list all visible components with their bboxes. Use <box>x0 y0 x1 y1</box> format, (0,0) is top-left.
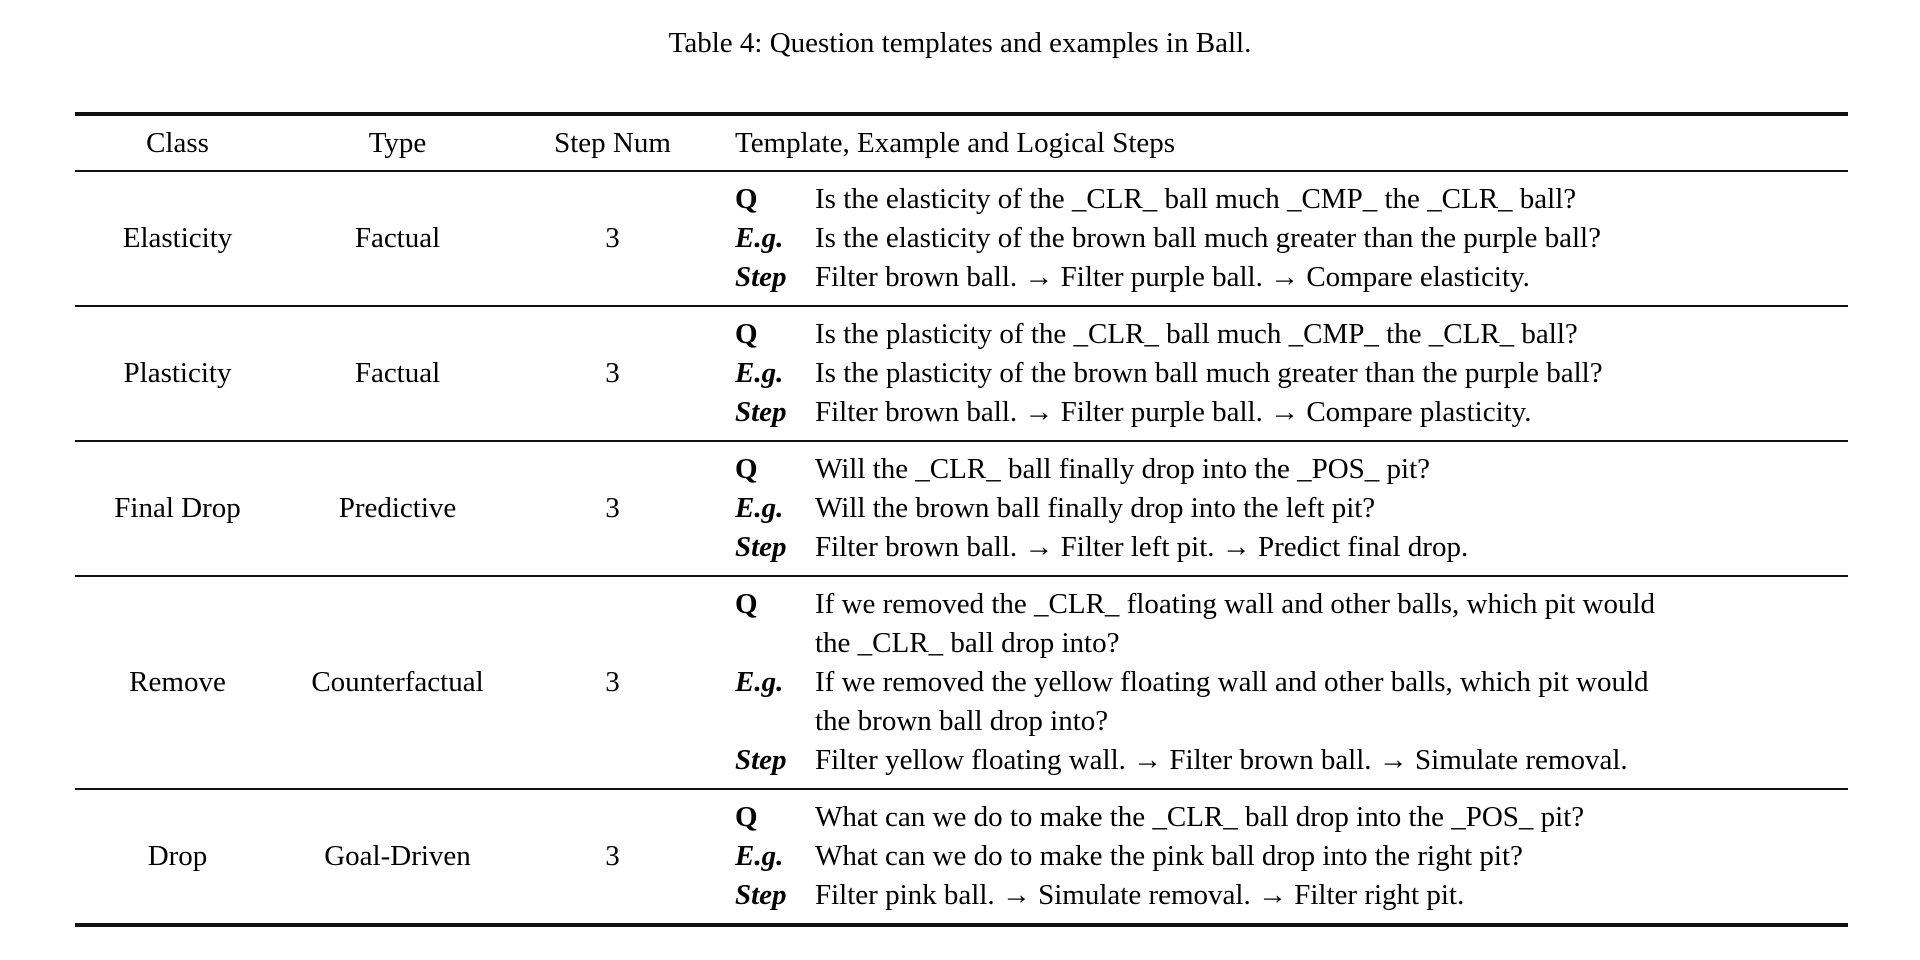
entry-text: What can we do to make the pink ball dro… <box>815 840 1523 872</box>
column-header-type: Type <box>368 126 427 159</box>
type-cell: Counterfactual <box>311 666 484 698</box>
table-row: Plasticity Factual 3 Q Is the plasticity… <box>75 306 1848 441</box>
column-header-step-num: Step Num <box>554 126 671 159</box>
template-entry: E.g. What can we do to make the pink bal… <box>735 837 1848 876</box>
entry-text: Is the plasticity of the _CLR_ ball much… <box>815 318 1578 350</box>
type-cell: Goal-Driven <box>324 840 471 872</box>
step-num-cell: 3 <box>605 222 620 254</box>
class-cell: Final Drop <box>114 492 241 524</box>
entry-label: Step <box>735 744 787 776</box>
entry-text: Filter brown ball. → Filter purple ball.… <box>815 396 1532 428</box>
entry-label: E.g. <box>735 666 784 698</box>
template-entry: Step Filter brown ball. → Filter purple … <box>735 393 1848 432</box>
template-entry: Q Will the _CLR_ ball finally drop into … <box>735 450 1848 489</box>
template-cell: Q Is the elasticity of the _CLR_ ball mu… <box>710 171 1848 306</box>
question-templates-table: Class Type Step Num Template, Example an… <box>75 112 1848 927</box>
step-num-cell: 3 <box>605 357 620 389</box>
entry-label: Step <box>735 531 787 563</box>
template-cell: Q If we removed the _CLR_ floating wall … <box>710 576 1848 789</box>
template-cell: Q Will the _CLR_ ball finally drop into … <box>710 441 1848 576</box>
entry-label: Step <box>735 261 787 293</box>
template-entry: Step Filter brown ball. → Filter left pi… <box>735 528 1848 567</box>
class-cell: Remove <box>129 666 226 698</box>
column-header-class: Class <box>146 126 209 159</box>
entry-text: Filter brown ball. → Filter left pit. → … <box>815 531 1469 563</box>
entry-label: E.g. <box>735 492 784 524</box>
template-entry: Step Filter yellow floating wall. → Filt… <box>735 741 1848 780</box>
table-row: Drop Goal-Driven 3 Q What can we do to m… <box>75 789 1848 925</box>
class-cell: Elasticity <box>122 222 233 254</box>
entry-label: Q <box>735 453 758 485</box>
entry-text: If we removed the _CLR_ floating wall an… <box>815 588 1656 659</box>
table-caption: Table 4: Question templates and examples… <box>668 27 1252 59</box>
step-num-cell: 3 <box>605 840 620 872</box>
template-entry: E.g. Is the plasticity of the brown ball… <box>735 354 1848 393</box>
entry-label: Step <box>735 879 787 911</box>
template-cell: Q What can we do to make the _CLR_ ball … <box>710 789 1848 925</box>
entry-text: Is the elasticity of the _CLR_ ball much… <box>815 183 1577 215</box>
entry-label: E.g. <box>735 840 784 872</box>
entry-text: Filter pink ball. → Simulate removal. → … <box>815 879 1465 911</box>
table-header: Class Type Step Num Template, Example an… <box>75 114 1848 171</box>
entry-text: Is the elasticity of the brown ball much… <box>815 222 1601 254</box>
header-row: Class Type Step Num Template, Example an… <box>75 114 1848 171</box>
column-header-template: Template, Example and Logical Steps <box>735 126 1176 159</box>
table-row: Final Drop Predictive 3 Q Will the _CLR_… <box>75 441 1848 576</box>
template-entry: E.g. Will the brown ball finally drop in… <box>735 489 1848 528</box>
template-entry: Step Filter pink ball. → Simulate remova… <box>735 876 1848 915</box>
template-entry: Q Is the plasticity of the _CLR_ ball mu… <box>735 315 1848 354</box>
step-num-cell: 3 <box>605 492 620 524</box>
entry-text: Is the plasticity of the brown ball much… <box>815 357 1603 389</box>
entry-text: If we removed the yellow floating wall a… <box>815 666 1649 737</box>
entry-label: E.g. <box>735 357 784 389</box>
type-cell: Factual <box>354 222 441 254</box>
entry-label: E.g. <box>735 222 784 254</box>
table-body: Elasticity Factual 3 Q Is the elasticity… <box>75 171 1848 925</box>
entry-text: Filter brown ball. → Filter purple ball.… <box>815 261 1530 293</box>
entry-text: What can we do to make the _CLR_ ball dr… <box>815 801 1585 833</box>
entry-label: Q <box>735 588 758 620</box>
class-cell: Plasticity <box>123 357 232 389</box>
step-num-cell: 3 <box>605 666 620 698</box>
entry-label: Q <box>735 318 758 350</box>
class-cell: Drop <box>147 840 208 872</box>
entry-text: Will the _CLR_ ball finally drop into th… <box>815 453 1431 485</box>
type-cell: Factual <box>354 357 441 389</box>
entry-text: Filter yellow floating wall. → Filter br… <box>815 744 1628 776</box>
template-cell: Q Is the plasticity of the _CLR_ ball mu… <box>710 306 1848 441</box>
template-entry: Step Filter brown ball. → Filter purple … <box>735 258 1848 297</box>
template-entry: E.g. Is the elasticity of the brown ball… <box>735 219 1848 258</box>
entry-text: Will the brown ball finally drop into th… <box>815 492 1376 524</box>
template-entry: Q If we removed the _CLR_ floating wall … <box>735 585 1848 663</box>
type-cell: Predictive <box>338 492 457 524</box>
table-row: Remove Counterfactual 3 Q If we removed … <box>75 576 1848 789</box>
table-row: Elasticity Factual 3 Q Is the elasticity… <box>75 171 1848 306</box>
entry-label: Q <box>735 183 758 215</box>
template-entry: Q What can we do to make the _CLR_ ball … <box>735 798 1848 837</box>
template-entry: E.g. If we removed the yellow floating w… <box>735 663 1848 741</box>
template-entry: Q Is the elasticity of the _CLR_ ball mu… <box>735 180 1848 219</box>
entry-label: Q <box>735 801 758 833</box>
entry-label: Step <box>735 396 787 428</box>
